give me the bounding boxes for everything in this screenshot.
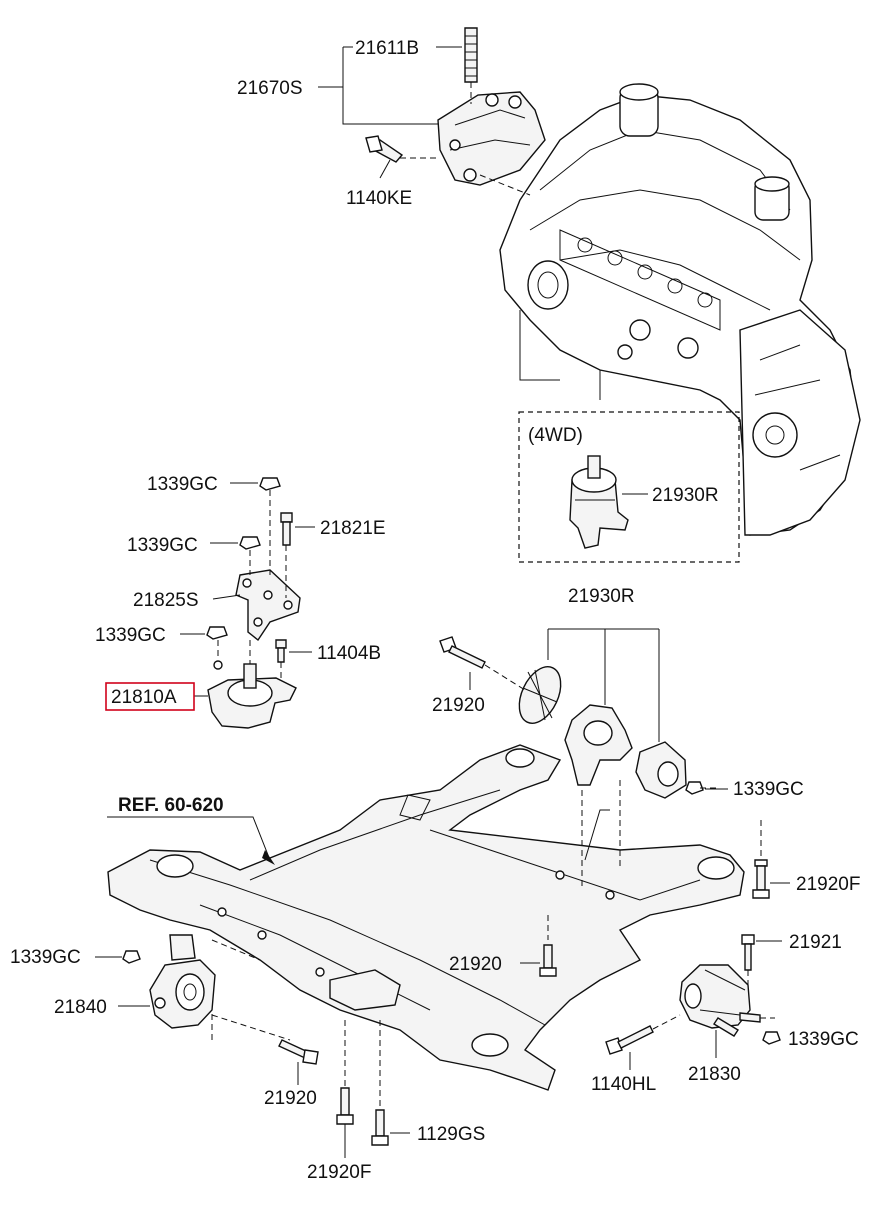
engine-mount-bracket-21670S (365, 27, 546, 186)
engine-block (499, 83, 861, 536)
bolt-21920F-right (752, 859, 770, 899)
label-21920F-b[interactable]: 21920F (307, 1162, 371, 1183)
label-21810A[interactable]: 21810A (111, 687, 177, 708)
label-21930R-4wd[interactable]: 21930R (652, 485, 719, 506)
label-1129GS[interactable]: 1129GS (417, 1124, 485, 1145)
bolt-21920-center (539, 944, 557, 977)
bolt-21920F-lower (336, 1087, 354, 1125)
nut-1339GC-right (762, 1031, 781, 1045)
label-21920-c[interactable]: 21920 (264, 1088, 317, 1109)
highlight-box (105, 682, 195, 711)
label-21825S[interactable]: 21825S (133, 590, 199, 611)
part-labels: 21611B 21670S 1140KE 1339GC 21821E 1339G… (10, 38, 860, 1183)
label-21840[interactable]: 21840 (54, 997, 107, 1018)
label-21920F-a[interactable]: 21920F (796, 874, 860, 895)
label-1339GC-e[interactable]: 1339GC (10, 947, 81, 968)
label-21921[interactable]: 21921 (789, 932, 842, 953)
label-21830[interactable]: 21830 (688, 1064, 741, 1085)
bolt-21921 (741, 934, 755, 971)
label-21670S[interactable]: 21670S (237, 78, 303, 99)
label-21920-a[interactable]: 21920 (432, 695, 485, 716)
mount-21930R-exploded (439, 636, 704, 799)
subframe (107, 744, 745, 1091)
4wd-box (518, 411, 740, 563)
label-4wd: (4WD) (528, 425, 583, 446)
bolt-1129GS (371, 1109, 389, 1146)
mount-21930R-4wd (569, 455, 629, 549)
label-21611B[interactable]: 21611B (355, 38, 419, 59)
label-21821E[interactable]: 21821E (320, 518, 386, 539)
mount-21830 (679, 964, 761, 1037)
label-21920-b[interactable]: 21920 (449, 954, 502, 975)
label-1339GC-b[interactable]: 1339GC (127, 535, 198, 556)
label-1140HL[interactable]: 1140HL (591, 1074, 656, 1095)
bolt-21920-left-lower (278, 1039, 319, 1065)
label-11404B[interactable]: 11404B (317, 643, 381, 664)
label-1339GC-a[interactable]: 1339GC (147, 474, 218, 495)
label-1339GC-f[interactable]: 1339GC (788, 1029, 859, 1050)
label-ref-60-620[interactable]: REF. 60-620 (118, 795, 224, 816)
label-1339GC-d[interactable]: 1339GC (733, 779, 804, 800)
mount-21840 (122, 934, 216, 1029)
bolt-1140HL (605, 1025, 654, 1055)
label-1339GC-c[interactable]: 1339GC (95, 625, 166, 646)
label-21930R[interactable]: 21930R (568, 586, 635, 607)
mount-21810A-assembly (206, 477, 301, 729)
label-1140KE[interactable]: 1140KE (346, 188, 412, 209)
